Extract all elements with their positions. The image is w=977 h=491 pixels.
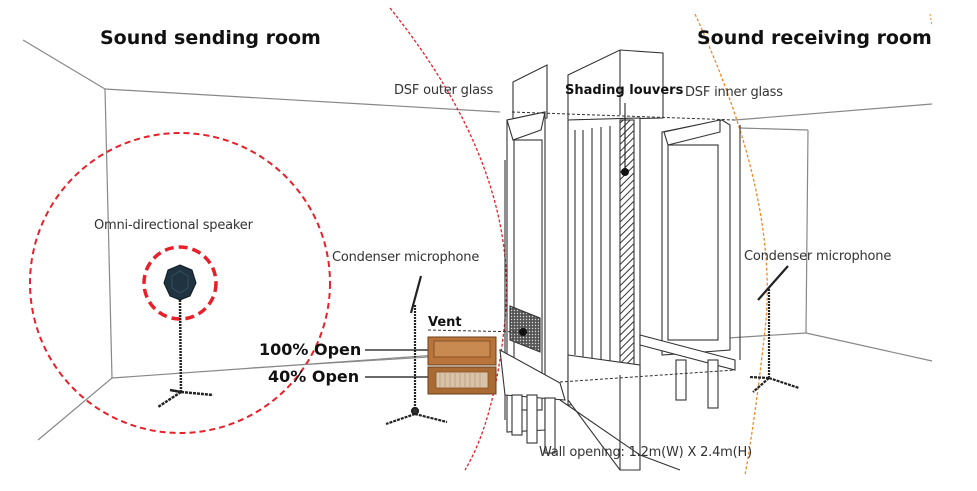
omni-speaker bbox=[157, 264, 214, 409]
shading-louvers-label: Shading louvers bbox=[565, 83, 684, 98]
wall-opening-label: Wall opening: 1.2m(W) X 2.4m(H) bbox=[539, 445, 752, 460]
open-40-label: 40% Open bbox=[268, 367, 360, 386]
vent-photo-100 bbox=[427, 336, 497, 366]
dsf-structure bbox=[499, 49, 741, 471]
open-100-label: 100% Open bbox=[259, 340, 362, 359]
condenser-mic-left bbox=[385, 275, 448, 426]
vent-photo-40 bbox=[427, 366, 497, 395]
receiving-arc bbox=[694, 13, 768, 476]
sending-room-title: Sound sending room bbox=[100, 27, 321, 49]
dashed-guides bbox=[427, 111, 736, 383]
speaker-label: Omni-directional speaker bbox=[94, 218, 253, 233]
condenser-mic-right bbox=[748, 265, 800, 393]
inner-glass-label: DSF inner glass bbox=[685, 85, 783, 100]
outer-glass-arc bbox=[389, 7, 508, 471]
source-radiation-circle bbox=[29, 132, 331, 434]
outer-glass-label: DSF outer glass bbox=[394, 83, 494, 98]
vent-label: Vent bbox=[428, 315, 462, 330]
mic-left-label: Condenser microphone bbox=[332, 250, 480, 265]
mic-right-label: Condenser microphone bbox=[744, 249, 892, 264]
receiving-room-title: Sound receiving room bbox=[697, 27, 932, 49]
receiving-room-walls bbox=[727, 103, 933, 362]
